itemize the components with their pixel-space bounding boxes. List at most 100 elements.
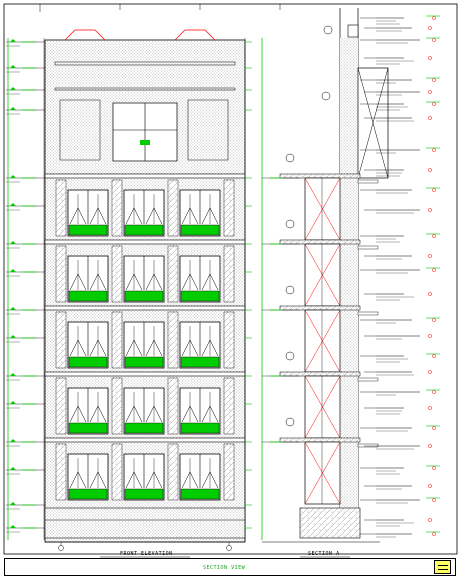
level-marker [10,502,16,505]
window-swing [201,273,219,291]
window-swing [145,339,163,357]
window-swing [89,273,107,291]
pier [55,179,67,237]
note-tag [432,354,436,358]
detail-bubble [285,417,295,427]
green-balcony-panel [180,356,220,368]
note-tag [432,390,436,394]
level-marker [10,439,16,442]
note-tag [432,102,436,106]
window-swing [145,207,163,225]
window-swing [145,273,163,291]
note-tag [428,406,432,410]
note-tag [432,318,436,322]
note-tag [428,168,432,172]
floor-slab [44,371,246,377]
footing [299,507,361,539]
note-tag [432,16,436,20]
detail-bubble [323,25,333,35]
window-swing [89,471,107,489]
top-panel-right [187,99,229,161]
pier [55,245,67,303]
note-tag [428,56,432,60]
slab-section [279,173,361,179]
plinth [44,507,246,539]
roof-band [54,61,236,66]
company-logo [434,560,451,574]
note-tag [428,444,432,448]
note-tag [432,466,436,470]
note-tag [432,532,436,536]
green-balcony-panel [180,422,220,434]
beam-ledge [357,443,379,448]
level-marker [10,401,16,404]
pier [111,179,123,237]
grid-bubble [58,545,64,551]
note-tag [428,26,432,30]
pier [223,377,235,435]
green-balcony-panel [68,224,108,236]
level-marker [10,65,16,68]
note-tag [428,518,432,522]
note-tag [432,498,436,502]
pier [55,443,67,501]
window-swing [125,207,143,225]
green-balcony-panel [124,224,164,236]
floor-slab [44,239,246,245]
window-swing [69,405,87,423]
title-block: SECTION VIEW [4,558,456,576]
window-swing [181,471,199,489]
note-tag [428,292,432,296]
window-swing [201,405,219,423]
green-balcony-panel [180,290,220,302]
level-marker [10,307,16,310]
slab-section [279,239,361,245]
green-balcony-panel [124,290,164,302]
green-balcony-panel [124,356,164,368]
drawing-frame [3,3,458,555]
pier [111,245,123,303]
green-balcony-panel [180,488,220,500]
window-swing [125,273,143,291]
green-marker [140,140,150,145]
note-tag [432,426,436,430]
coping [347,24,359,38]
green-balcony-panel [124,422,164,434]
pier [111,311,123,369]
window-swing [201,207,219,225]
note-tag [432,234,436,238]
note-tag [428,90,432,94]
pier [223,443,235,501]
window-swing [201,471,219,489]
parapet-gable [64,29,106,41]
note-tag [432,38,436,42]
window-swing [181,405,199,423]
green-balcony-panel [68,488,108,500]
window-swing [125,471,143,489]
detail-bubble [321,91,331,101]
pier [111,377,123,435]
level-marker [10,335,16,338]
note-tag [428,254,432,258]
window-swing [181,339,199,357]
level-marker [10,467,16,470]
note-tag [428,334,432,338]
level-marker [10,175,16,178]
beam-ledge [357,311,379,316]
note-tag [428,116,432,120]
slab-section [279,371,361,377]
green-balcony-panel [68,356,108,368]
pier [167,245,179,303]
pier [223,245,235,303]
detail-bubble [285,285,295,295]
level-marker [10,39,16,42]
front-elevation [6,29,252,558]
level-marker [10,203,16,206]
level-marker [10,525,16,528]
window-swing [181,207,199,225]
green-balcony-panel [68,290,108,302]
wall-core [340,38,358,530]
window-swing [201,339,219,357]
detail-bubble [285,351,295,361]
